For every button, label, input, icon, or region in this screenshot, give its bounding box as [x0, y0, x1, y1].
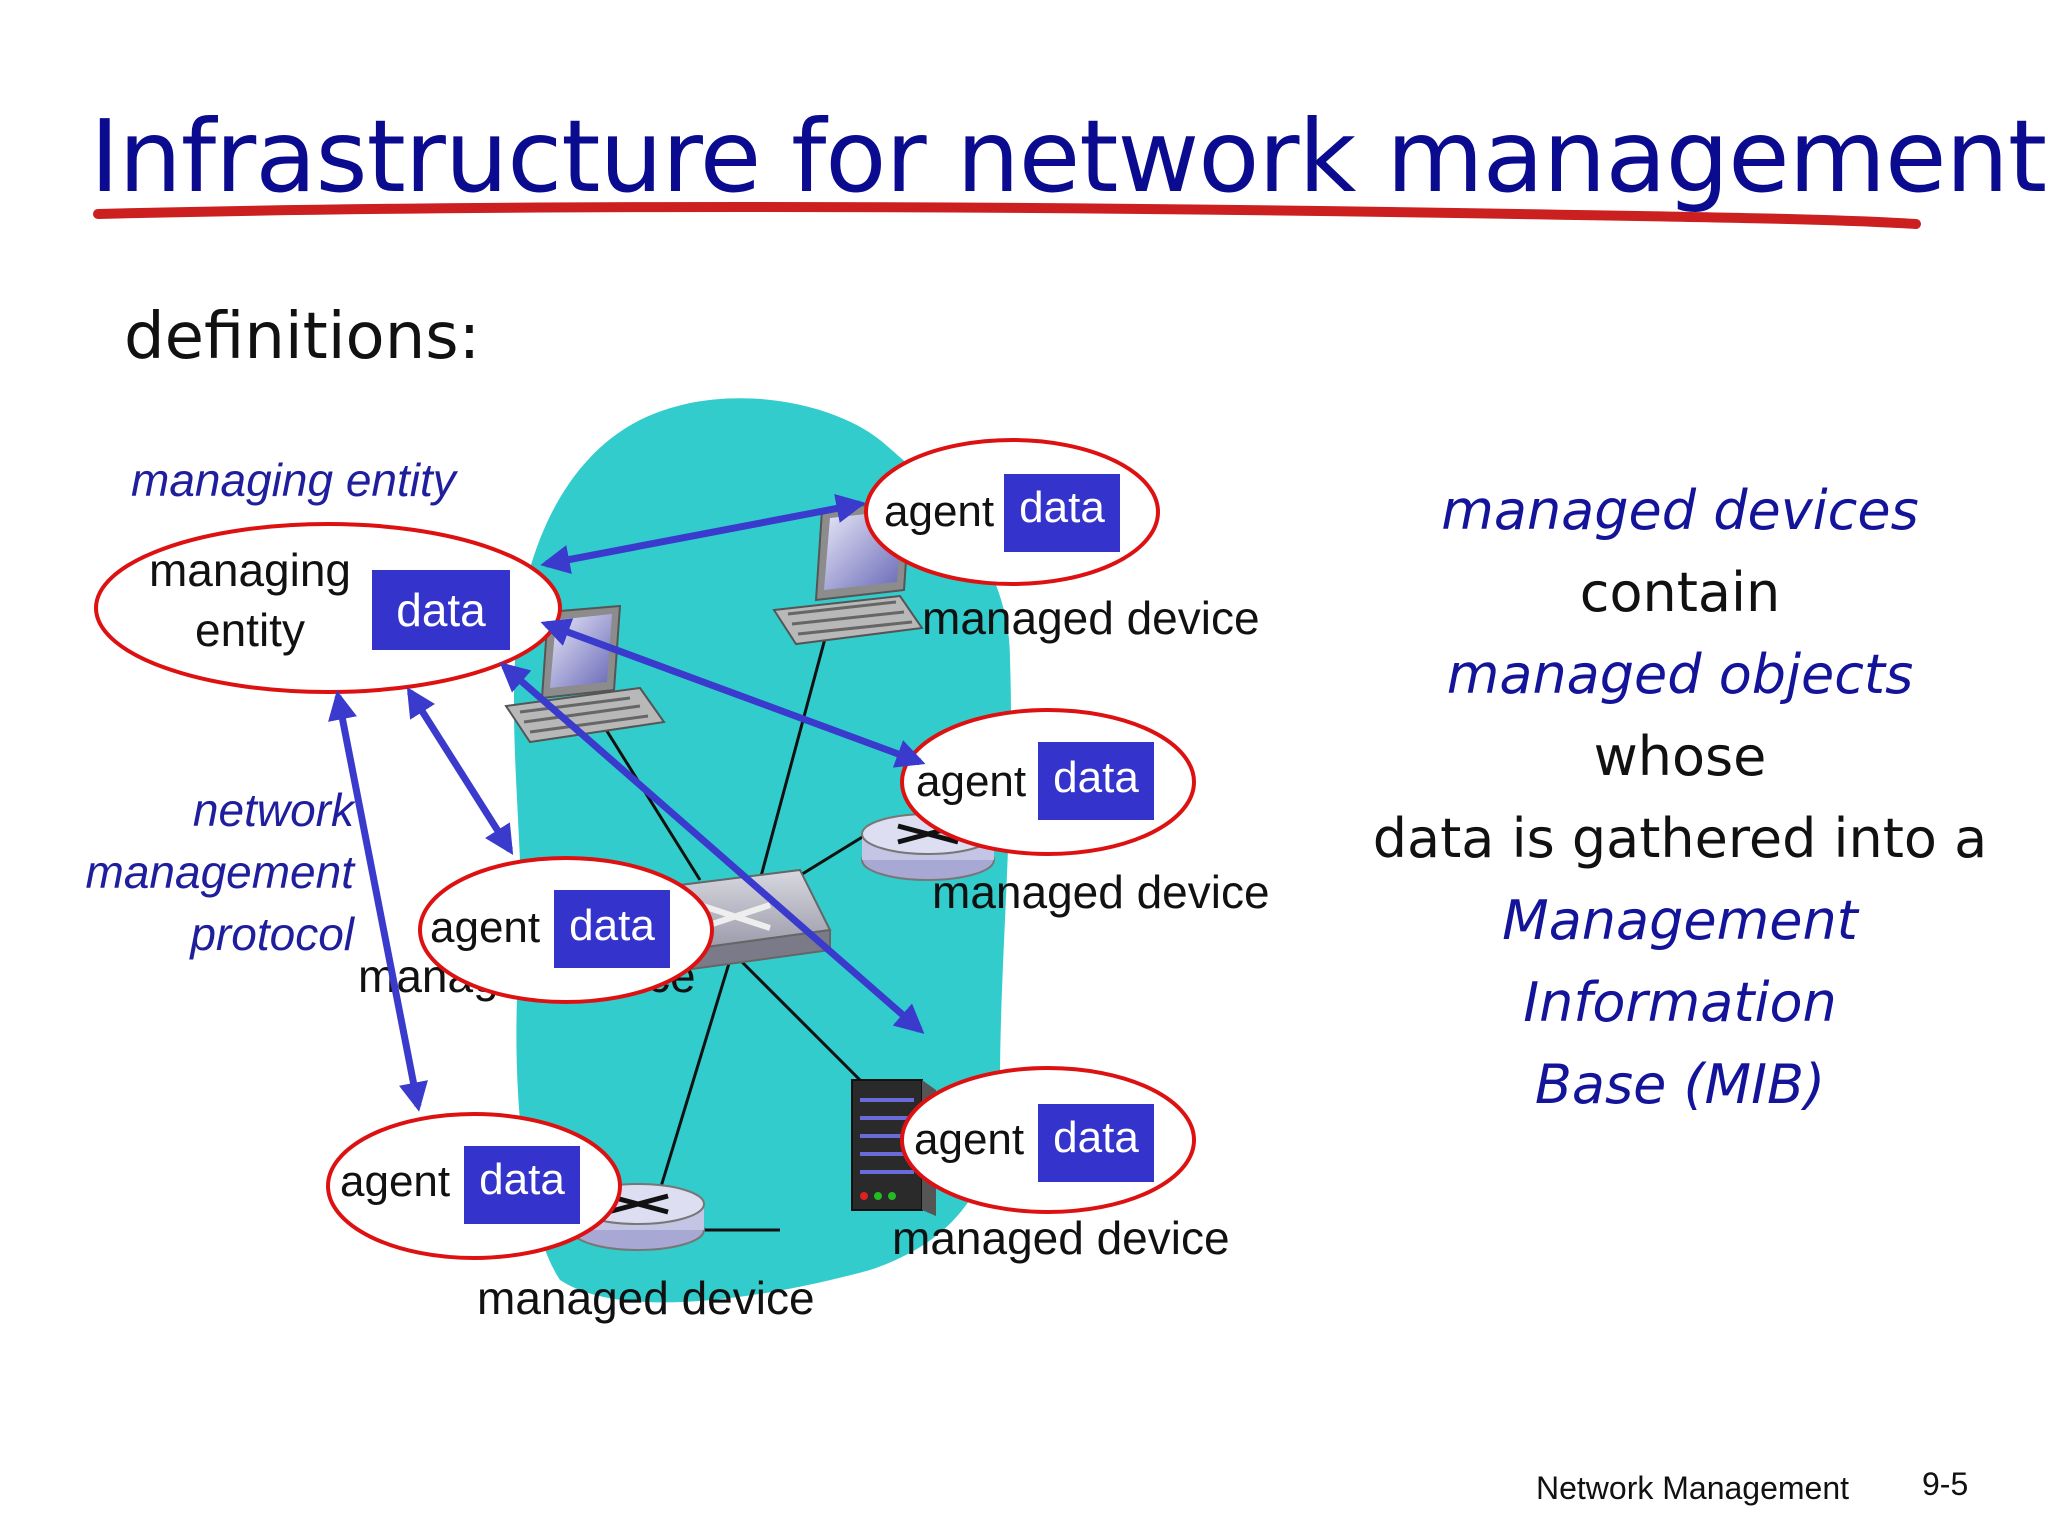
- agent-label: agent: [430, 903, 540, 952]
- agent-data-label: data: [479, 1155, 565, 1204]
- agent-label: agent: [340, 1157, 450, 1206]
- definition-text: managed devices contain managed objects …: [1360, 470, 2000, 1126]
- managing-entity-line2: entity: [195, 604, 305, 656]
- managing-entity-node: managing entity data: [94, 522, 562, 694]
- page-number: 9-5: [1922, 1466, 1969, 1502]
- managing-entity-caption: managing entity: [131, 454, 459, 506]
- definitions-heading: definitions:: [124, 300, 481, 374]
- protocol-arrows: [328, 493, 926, 1112]
- agent-data-label: data: [1019, 483, 1105, 532]
- definition-line: whose: [1593, 725, 1767, 788]
- agent-data-label: data: [569, 901, 655, 950]
- managed-device-label: managed device: [477, 1272, 815, 1324]
- protocol-label-line2: management: [86, 846, 357, 898]
- protocol-label-line1: network: [193, 784, 356, 836]
- definition-line: Base (MIB): [1534, 1053, 1826, 1116]
- protocol-label-line3: protocol: [188, 908, 355, 960]
- title-underline: [93, 202, 1921, 229]
- slide-title: Infrastructure for network management: [90, 98, 2047, 215]
- definition-line: managed devices: [1441, 479, 1919, 542]
- footer-title: Network Management: [1536, 1470, 1850, 1506]
- definition-line: managed objects: [1446, 643, 1914, 706]
- agent-node: agent data: [900, 1066, 1196, 1214]
- definition-line: Management: [1502, 889, 1858, 952]
- definition-line: Information: [1523, 971, 1837, 1034]
- definition-line: data is gathered into a: [1372, 807, 1988, 870]
- arrow-to-server-agent: [499, 662, 925, 1034]
- agent-label: agent: [916, 757, 1026, 806]
- managed-device-label: managed device: [922, 592, 1260, 644]
- managed-device-label: managed device: [932, 866, 1270, 918]
- agent-data-label: data: [1053, 753, 1139, 802]
- arrow-to-center-agent: [406, 687, 514, 855]
- managing-entity-data: data: [396, 584, 486, 636]
- agent-node: agent data: [418, 856, 714, 1004]
- agent-node: agent data: [326, 1112, 622, 1260]
- arrow-to-top-agent: [540, 493, 866, 575]
- agent-node: agent data: [900, 708, 1196, 856]
- definition-line: contain: [1579, 561, 1781, 624]
- agent-data-label: data: [1053, 1113, 1139, 1162]
- agent-label: agent: [884, 487, 994, 536]
- managed-device-label: managed device: [892, 1212, 1230, 1264]
- managing-entity-line1: managing: [149, 544, 351, 596]
- agent-label: agent: [914, 1115, 1024, 1164]
- protocol-label: network management protocol: [86, 784, 357, 960]
- agent-node: agent data: [864, 438, 1160, 586]
- arrow-to-bottom-agent: [328, 690, 428, 1112]
